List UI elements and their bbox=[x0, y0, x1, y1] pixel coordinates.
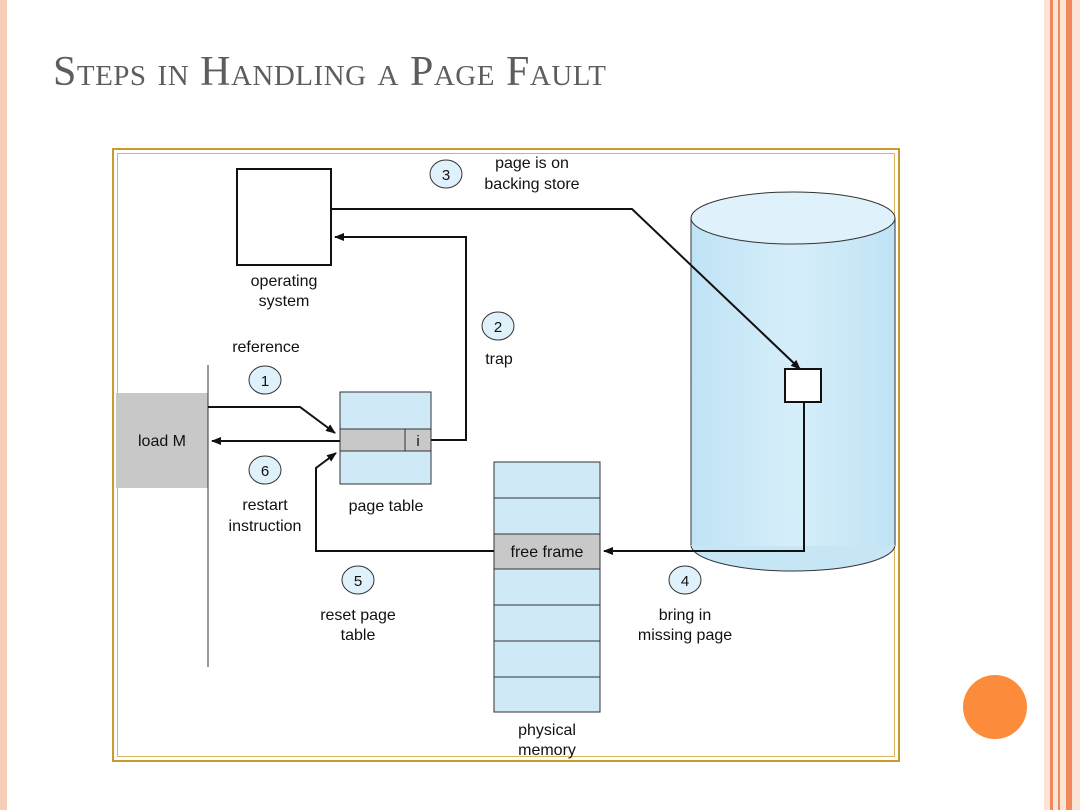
page-table-label: page table bbox=[349, 498, 424, 515]
slide-title: Steps in Handling a Page Fault bbox=[53, 49, 607, 95]
step-4-label-line1: bring in bbox=[659, 607, 711, 624]
accent-circle bbox=[963, 675, 1027, 739]
arrow-step1-reference bbox=[208, 406, 336, 434]
backing-store-page bbox=[784, 368, 822, 403]
svg-text:6: 6 bbox=[261, 463, 269, 480]
free-frame-label: free frame bbox=[511, 544, 584, 561]
step-6-label-line2: instruction bbox=[229, 518, 302, 535]
reference-label: reference bbox=[232, 339, 300, 356]
backing-store-cylinder bbox=[690, 191, 896, 572]
svg-text:1: 1 bbox=[261, 373, 269, 390]
step-4-label-line2: missing page bbox=[638, 627, 732, 644]
right-border-stripes bbox=[1044, 0, 1080, 810]
step-3-label-line2: backing store bbox=[484, 176, 579, 193]
svg-text:2: 2 bbox=[494, 319, 502, 336]
step-2-badge: 2 bbox=[481, 311, 515, 341]
svg-text:5: 5 bbox=[354, 573, 362, 590]
instruction-label: load M bbox=[138, 433, 186, 450]
step-3-label-line1: page is on bbox=[495, 155, 569, 172]
step-6-badge: 6 bbox=[248, 455, 282, 485]
step-5-label-line2: table bbox=[341, 627, 376, 644]
arrow-step2-trap bbox=[334, 233, 467, 441]
step-3-badge: 3 bbox=[429, 159, 463, 189]
svg-text:4: 4 bbox=[681, 573, 689, 590]
step-6-label-line1: restart bbox=[242, 497, 288, 514]
operating-system-box bbox=[236, 168, 332, 266]
physical-memory-line2: memory bbox=[518, 742, 576, 759]
instruction-box bbox=[116, 393, 208, 488]
arrow-step3-locate bbox=[331, 208, 801, 370]
left-border-stripe bbox=[0, 0, 7, 810]
step-5-label-line1: reset page bbox=[320, 607, 396, 624]
arrow-step5-reset bbox=[315, 452, 494, 552]
physical-memory-line1: physical bbox=[518, 722, 576, 739]
step-2-label: trap bbox=[485, 351, 513, 368]
step-4-badge: 4 bbox=[668, 565, 702, 595]
step-1-badge: 1 bbox=[248, 365, 282, 395]
arrow-step4-bring-in bbox=[603, 402, 805, 555]
invalid-bit: i bbox=[416, 433, 419, 450]
physical-memory bbox=[493, 461, 601, 713]
page-table bbox=[339, 391, 432, 485]
step-5-badge: 5 bbox=[341, 565, 375, 595]
os-label-line2: system bbox=[259, 293, 310, 310]
os-label-line1: operating bbox=[251, 273, 318, 290]
svg-text:3: 3 bbox=[442, 167, 450, 184]
